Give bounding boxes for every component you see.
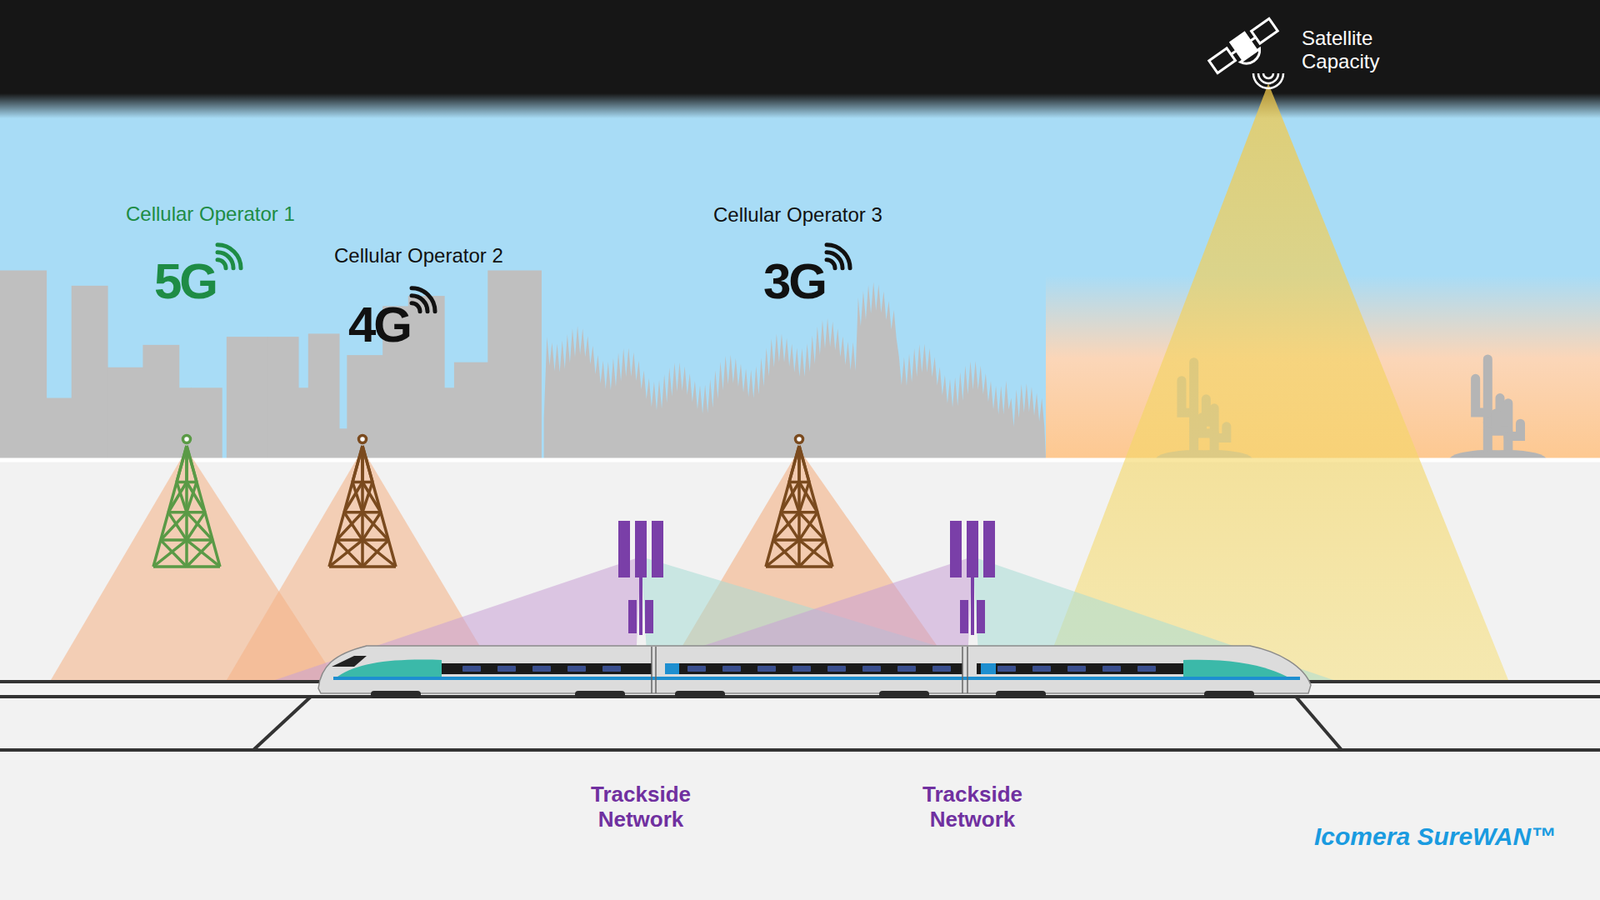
trackside-label: Trackside Network — [574, 782, 708, 833]
building — [71, 285, 109, 460]
train — [318, 645, 1311, 699]
building — [408, 295, 445, 460]
network-generation: 5G — [154, 252, 216, 310]
operator-label: Cellular Operator 3 — [713, 203, 883, 227]
cell-tower — [153, 435, 220, 568]
trackside-mast — [618, 520, 664, 635]
signal-arcs — [411, 288, 435, 312]
cell-tower — [765, 435, 833, 568]
operator-label: Cellular Operator 1 — [125, 202, 295, 226]
satellite-label: Satellite Capacity — [1301, 26, 1402, 73]
trackside-label: Trackside Network — [905, 782, 1040, 833]
top-band — [0, 0, 1600, 94]
cell-tower — [329, 435, 396, 568]
brand-label: Icomera SureWAN™ — [1314, 822, 1556, 852]
signal-arcs — [217, 245, 241, 269]
city-silhouette — [0, 270, 542, 460]
network-generation: 4G — [348, 295, 410, 354]
building — [487, 270, 542, 460]
network-generation: 3G — [763, 252, 825, 310]
top-fade — [0, 93, 1600, 119]
building — [142, 345, 180, 460]
building — [346, 355, 384, 460]
building — [267, 336, 300, 460]
building — [454, 362, 491, 461]
cactus — [1475, 359, 1500, 456]
building — [45, 398, 73, 461]
building — [444, 387, 455, 460]
building — [0, 270, 47, 460]
operator-label: Cellular Operator 2 — [334, 244, 504, 268]
satellite-beam — [1040, 83, 1509, 680]
building — [107, 367, 145, 460]
trackside-mast — [950, 520, 995, 635]
cactus — [1495, 403, 1520, 455]
satellite-icon — [1207, 16, 1285, 83]
building — [190, 387, 223, 460]
signal-arcs — [826, 245, 850, 269]
building — [308, 333, 340, 460]
building — [226, 336, 269, 460]
signal-arcs — [1253, 73, 1284, 89]
